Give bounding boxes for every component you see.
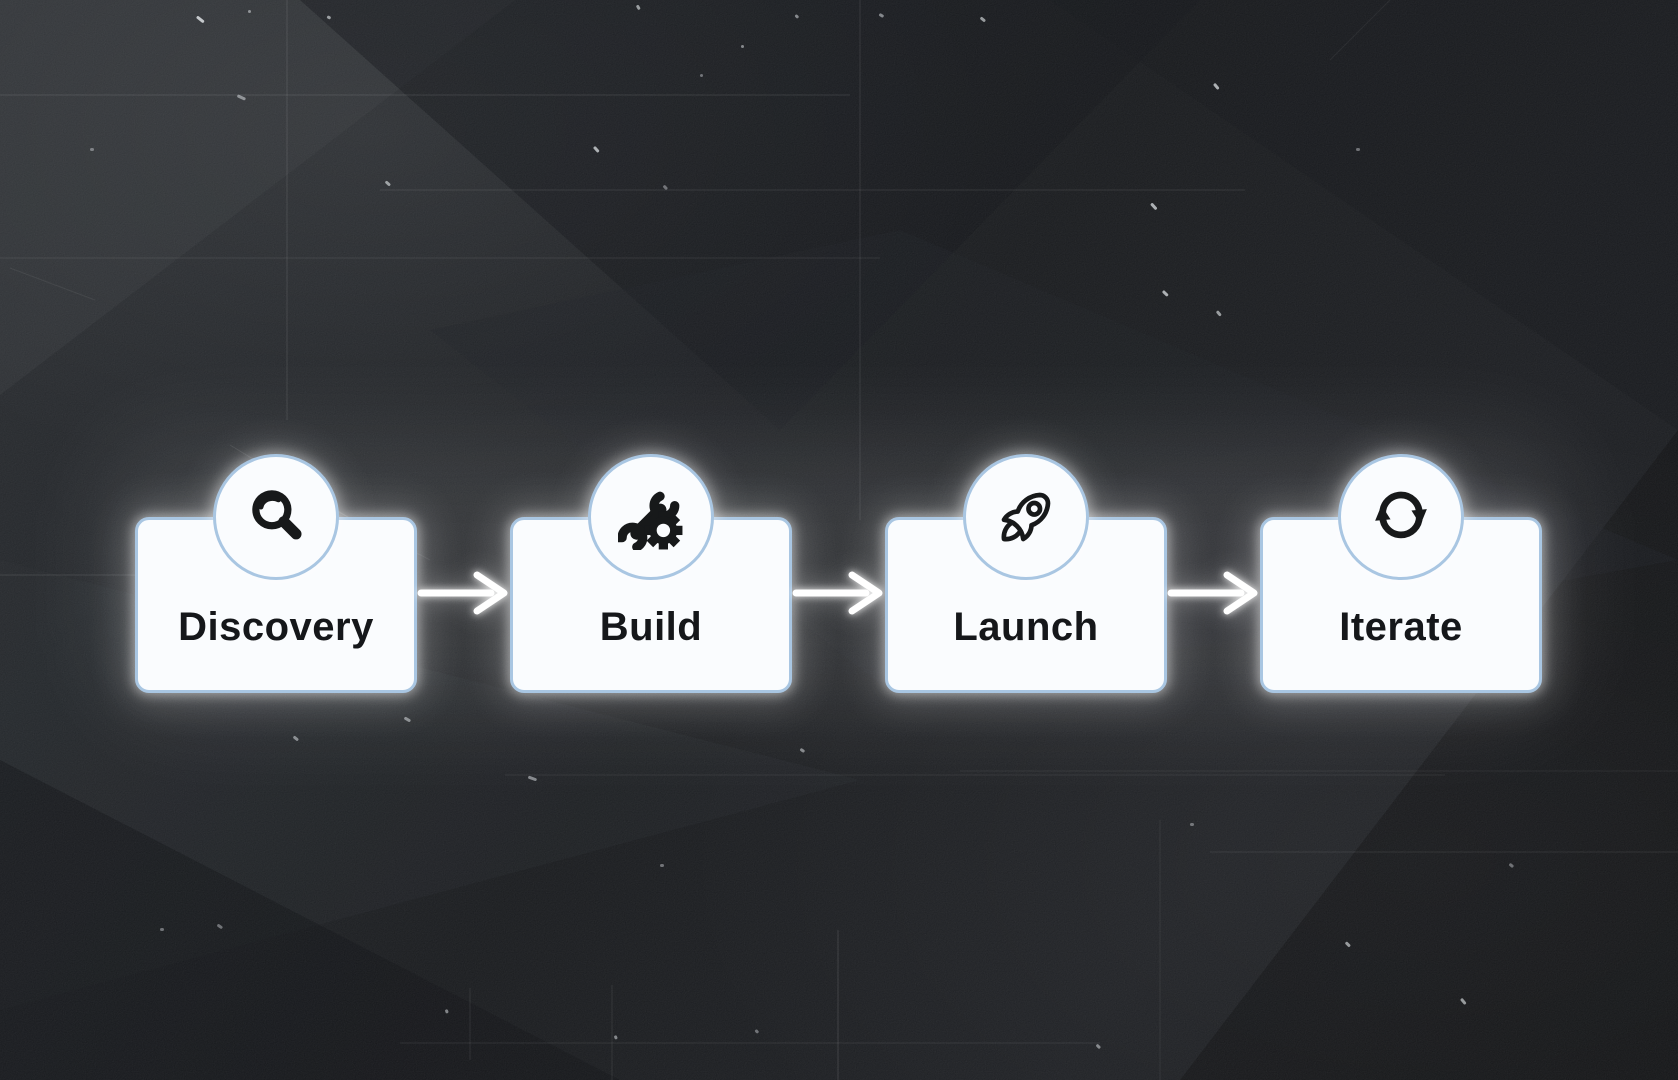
flow-arrow-2 [792, 454, 885, 693]
iterate-icon-badge [1338, 454, 1464, 580]
sync-icon [1375, 491, 1427, 539]
tools-icon [618, 490, 683, 550]
star-speck [741, 45, 744, 48]
flow-step-iterate: Iterate [1260, 454, 1542, 693]
launch-icon-badge [963, 454, 1089, 580]
flow-arrow-1 [417, 454, 510, 693]
rocket-icon [1001, 492, 1051, 542]
discovery-icon-badge [213, 454, 339, 580]
step-label: Build [599, 605, 703, 649]
flow-step-build: Build [510, 454, 792, 693]
star-speck [1356, 148, 1360, 151]
step-label: Launch [953, 605, 1099, 649]
star-speck [660, 864, 664, 867]
star-speck [248, 10, 251, 13]
build-icon-badge [588, 454, 714, 580]
star-speck [90, 148, 94, 151]
step-label: Discovery [178, 605, 374, 649]
arrow-right-icon [1167, 571, 1258, 615]
arrow-right-icon [792, 571, 883, 615]
star-speck [700, 74, 703, 77]
magnifier-icon [252, 490, 302, 540]
star-speck [1190, 823, 1194, 826]
arrow-right-icon [417, 571, 508, 615]
flow-card: Launch [885, 517, 1167, 693]
step-label: Iterate [1339, 605, 1463, 649]
flow-step-discovery: Discovery [135, 454, 417, 693]
star-speck [160, 928, 164, 931]
process-flow: Discovery [135, 454, 1542, 693]
flow-arrow-3 [1167, 454, 1260, 693]
flow-step-launch: Launch [885, 454, 1167, 693]
